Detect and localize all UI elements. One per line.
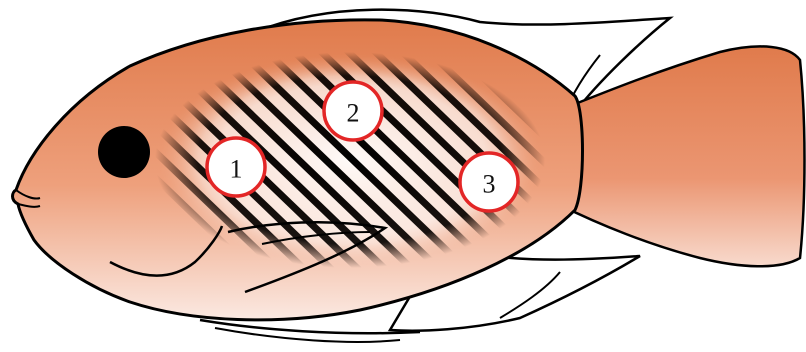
marker-3: 3 bbox=[460, 153, 518, 211]
eye bbox=[98, 126, 150, 178]
marker-2-label: 2 bbox=[347, 99, 360, 128]
marker-3-label: 3 bbox=[483, 170, 496, 199]
marker-1-label: 1 bbox=[230, 155, 243, 184]
marker-1: 1 bbox=[207, 138, 265, 196]
marker-2: 2 bbox=[324, 82, 382, 140]
